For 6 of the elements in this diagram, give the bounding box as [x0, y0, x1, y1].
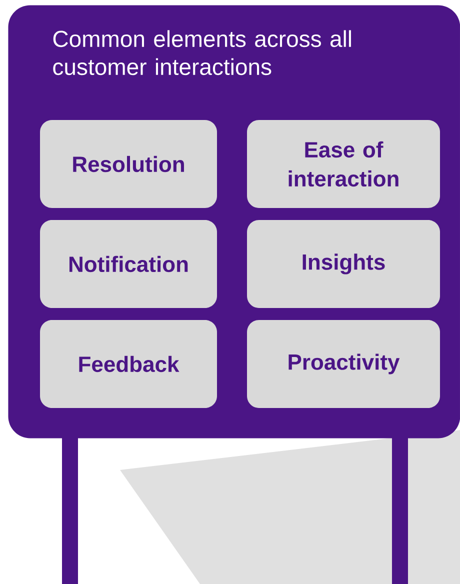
rounded-box: Notification [40, 220, 217, 308]
rounded-box: Resolution [40, 120, 217, 208]
rounded-box: Proactivity [247, 320, 440, 408]
rounded-box: Ease of interaction [247, 120, 440, 208]
rounded-box: Feedback [40, 320, 217, 408]
rounded-box: Insights [247, 220, 440, 308]
